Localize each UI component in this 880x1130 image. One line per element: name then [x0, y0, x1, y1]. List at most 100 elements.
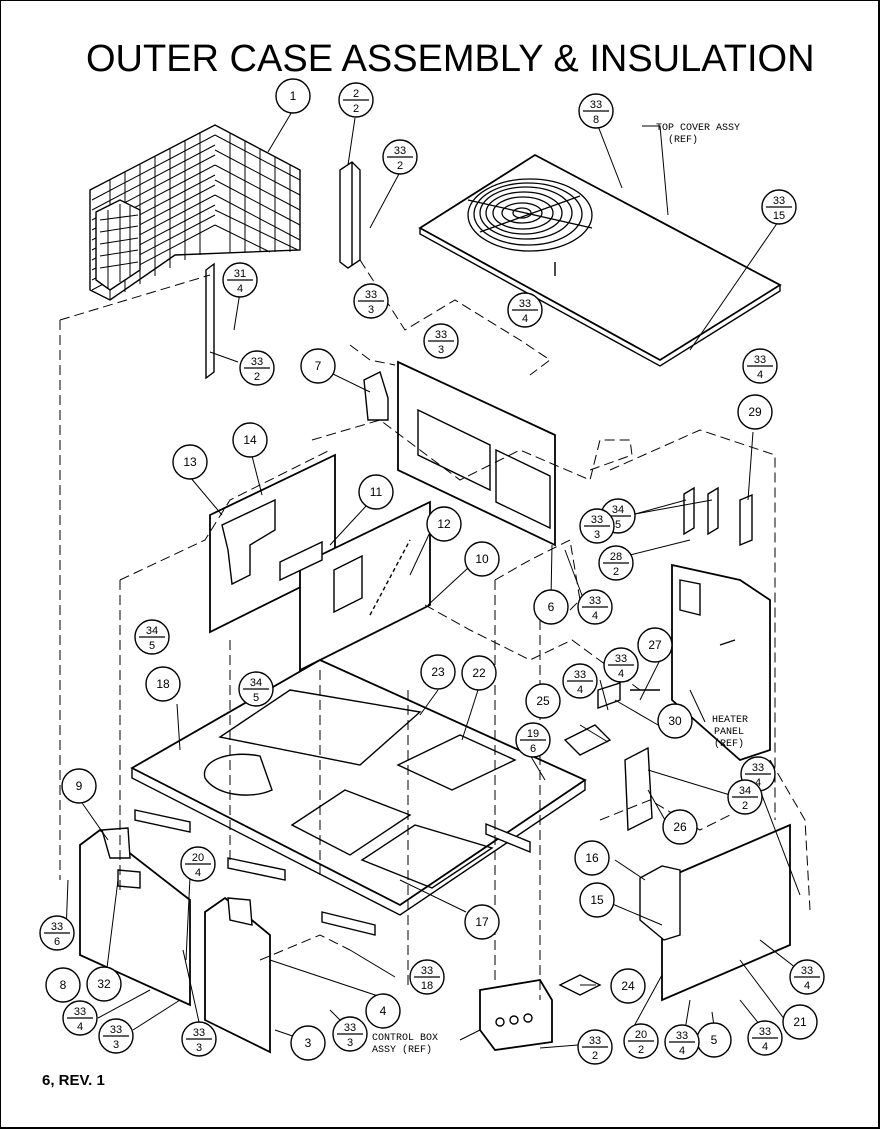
svg-text:33: 33	[193, 1027, 205, 1039]
svg-text:33: 33	[394, 145, 406, 157]
svg-text:33: 33	[344, 1022, 356, 1034]
svg-text:20: 20	[635, 1029, 647, 1041]
callout-8: 8	[45, 967, 81, 1003]
callout-9: 9	[61, 768, 97, 804]
svg-text:5: 5	[615, 519, 621, 531]
callout-23: 23	[420, 654, 456, 690]
heater-panel-label-line1: HEATER	[712, 715, 748, 726]
front-access-panel	[204, 896, 271, 1054]
fraction-callout-33-3: 333	[353, 283, 389, 319]
svg-text:33: 33	[773, 195, 785, 207]
fraction-callout-33-2: 332	[382, 139, 418, 175]
svg-text:3: 3	[347, 1037, 353, 1049]
svg-text:3: 3	[438, 344, 444, 356]
fraction-callout-33-6: 336	[39, 915, 75, 951]
svg-text:33: 33	[110, 1024, 122, 1036]
svg-text:4: 4	[592, 610, 598, 622]
svg-text:33: 33	[74, 1006, 86, 1018]
svg-text:33: 33	[591, 514, 603, 526]
condenser-coil	[89, 124, 301, 301]
svg-text:23: 23	[431, 665, 445, 679]
svg-text:2: 2	[638, 1044, 644, 1056]
fraction-callout-33-3: 333	[332, 1016, 368, 1052]
callout-12: 12	[426, 506, 462, 542]
fraction-callout-34-5: 345	[238, 671, 274, 707]
svg-text:33: 33	[590, 99, 602, 111]
callout-3: 3	[290, 1025, 326, 1061]
svg-text:26: 26	[673, 820, 687, 834]
svg-text:33: 33	[574, 669, 586, 681]
callout-1: 1	[275, 78, 311, 114]
heater-panel-label-line2: PANEL	[714, 727, 744, 738]
right-side-panel	[639, 823, 791, 1002]
fraction-callout-33-4: 334	[603, 647, 639, 683]
control-box	[479, 979, 553, 1051]
callout-30: 30	[657, 703, 693, 739]
svg-text:18: 18	[156, 677, 170, 691]
control-box-label-line1: CONTROL BOX	[372, 1033, 438, 1044]
svg-text:33: 33	[519, 298, 531, 310]
svg-text:5: 5	[149, 640, 155, 652]
svg-text:4: 4	[757, 369, 763, 381]
fraction-callout-34-5: 345	[134, 619, 170, 655]
svg-text:31: 31	[234, 268, 246, 280]
callout-14: 14	[232, 422, 268, 458]
svg-text:3: 3	[196, 1042, 202, 1054]
heater-panel	[671, 563, 771, 762]
fraction-callout-33-3: 333	[181, 1021, 217, 1057]
svg-text:4: 4	[577, 684, 583, 696]
fraction-callout-33-2: 332	[577, 1029, 613, 1065]
svg-text:34: 34	[739, 785, 751, 797]
svg-text:3: 3	[113, 1039, 119, 1051]
fraction-callout-34-2: 342	[727, 779, 763, 815]
callout-10: 10	[464, 541, 500, 577]
svg-text:33: 33	[801, 965, 813, 977]
svg-text:33: 33	[759, 1026, 771, 1038]
callout-16: 16	[574, 840, 610, 876]
svg-text:6: 6	[530, 743, 536, 755]
svg-text:33: 33	[251, 356, 263, 368]
svg-text:30: 30	[668, 714, 682, 728]
svg-text:4: 4	[380, 1004, 387, 1018]
fraction-callout-20-4: 204	[180, 846, 216, 882]
top-cover-label-line2: (REF)	[668, 134, 698, 146]
svg-text:34: 34	[612, 504, 624, 516]
callout-7: 7	[300, 348, 336, 384]
svg-text:2: 2	[254, 371, 260, 383]
assembly-guide-lines	[59, 259, 811, 1000]
callout-27: 27	[637, 627, 673, 663]
svg-text:2: 2	[742, 800, 748, 812]
callout-32: 32	[86, 966, 122, 1002]
control-box-label-line2: ASSY (REF)	[372, 1044, 432, 1056]
base-rails	[134, 809, 531, 936]
fraction-callout-33-4: 334	[562, 663, 598, 699]
svg-text:13: 13	[183, 455, 197, 469]
blower-panel	[209, 453, 336, 634]
svg-text:4: 4	[679, 1045, 685, 1057]
svg-text:21: 21	[793, 1015, 807, 1029]
svg-text:1: 1	[290, 89, 297, 103]
callout-17: 17	[464, 904, 500, 940]
svg-text:9: 9	[76, 779, 83, 793]
fraction-callout-33-4: 334	[507, 292, 543, 328]
fraction-callout-28-2: 282	[598, 545, 634, 581]
callout-22: 22	[461, 655, 497, 691]
callout-11: 11	[358, 474, 394, 510]
fraction-callout-33-3: 333	[423, 323, 459, 359]
fraction-callout-33-4: 334	[664, 1024, 700, 1060]
callout-15: 15	[579, 882, 615, 918]
svg-text:4: 4	[762, 1041, 768, 1053]
page-footer: 6, REV. 1	[42, 1072, 105, 1089]
svg-text:10: 10	[475, 552, 489, 566]
svg-text:18: 18	[421, 980, 433, 992]
svg-text:5: 5	[711, 1033, 718, 1047]
svg-text:33: 33	[365, 289, 377, 301]
svg-text:33: 33	[421, 965, 433, 977]
svg-text:33: 33	[589, 1035, 601, 1047]
svg-text:11: 11	[370, 485, 383, 499]
callout-5: 5	[696, 1022, 732, 1058]
